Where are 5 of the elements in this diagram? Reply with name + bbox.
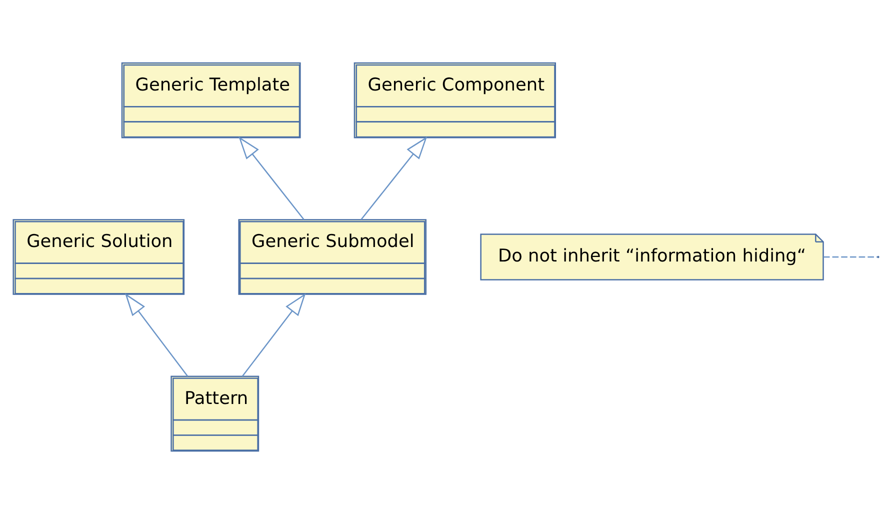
- arrow: [238, 136, 304, 220]
- arrow: [360, 136, 428, 220]
- arrow: [242, 292, 306, 376]
- connector: [823, 256, 878, 258]
- arrow: [124, 292, 188, 376]
